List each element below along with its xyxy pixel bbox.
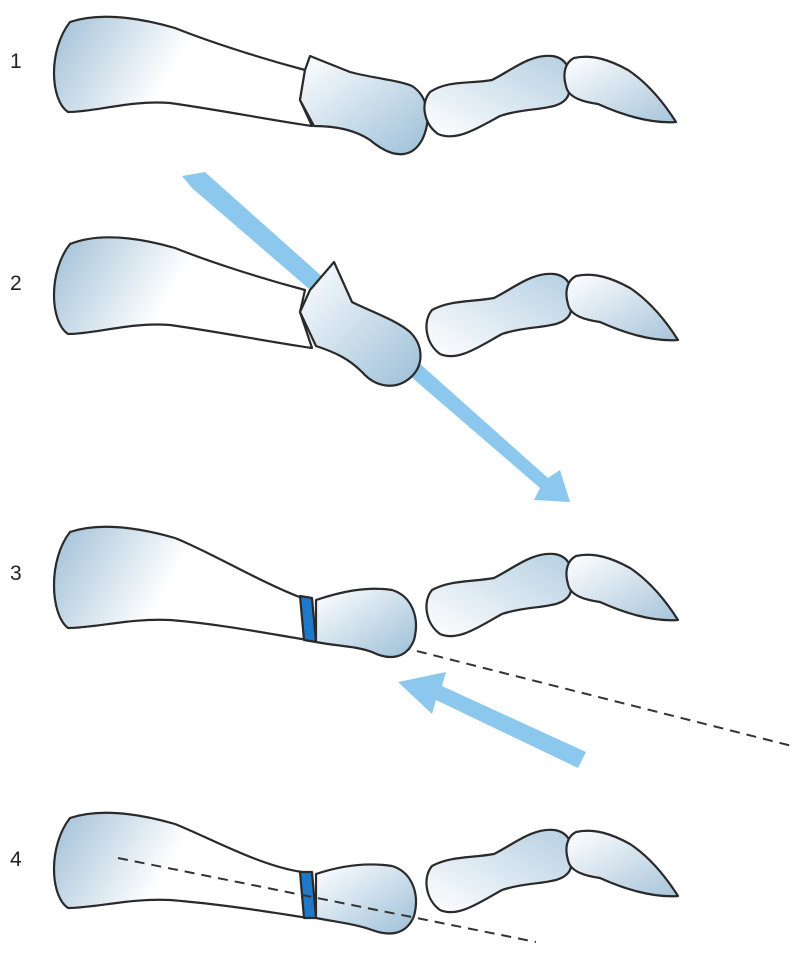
metacarpal-bone	[54, 527, 308, 640]
step-3-finger	[54, 527, 792, 768]
proximal-phalanx-bone	[300, 262, 421, 386]
step-2-finger	[54, 172, 678, 502]
middle-phalanx-bone	[426, 554, 572, 636]
metacarpal-bone	[54, 813, 308, 918]
metacarpal-bone	[54, 17, 312, 126]
distal-phalanx-bone	[566, 555, 678, 621]
proximal-phalanx-bone	[316, 589, 416, 657]
middle-phalanx-bone	[424, 56, 570, 137]
distal-phalanx-bone	[566, 831, 678, 897]
middle-phalanx-bone	[426, 274, 572, 356]
distal-phalanx-bone	[566, 275, 678, 341]
step-1-finger	[54, 17, 676, 154]
step-4-finger	[54, 813, 678, 942]
proximal-phalanx-bone	[300, 56, 427, 154]
distal-phalanx-bone	[564, 57, 676, 123]
middle-phalanx-bone	[426, 830, 572, 912]
proximal-phalanx-bone	[316, 864, 416, 933]
